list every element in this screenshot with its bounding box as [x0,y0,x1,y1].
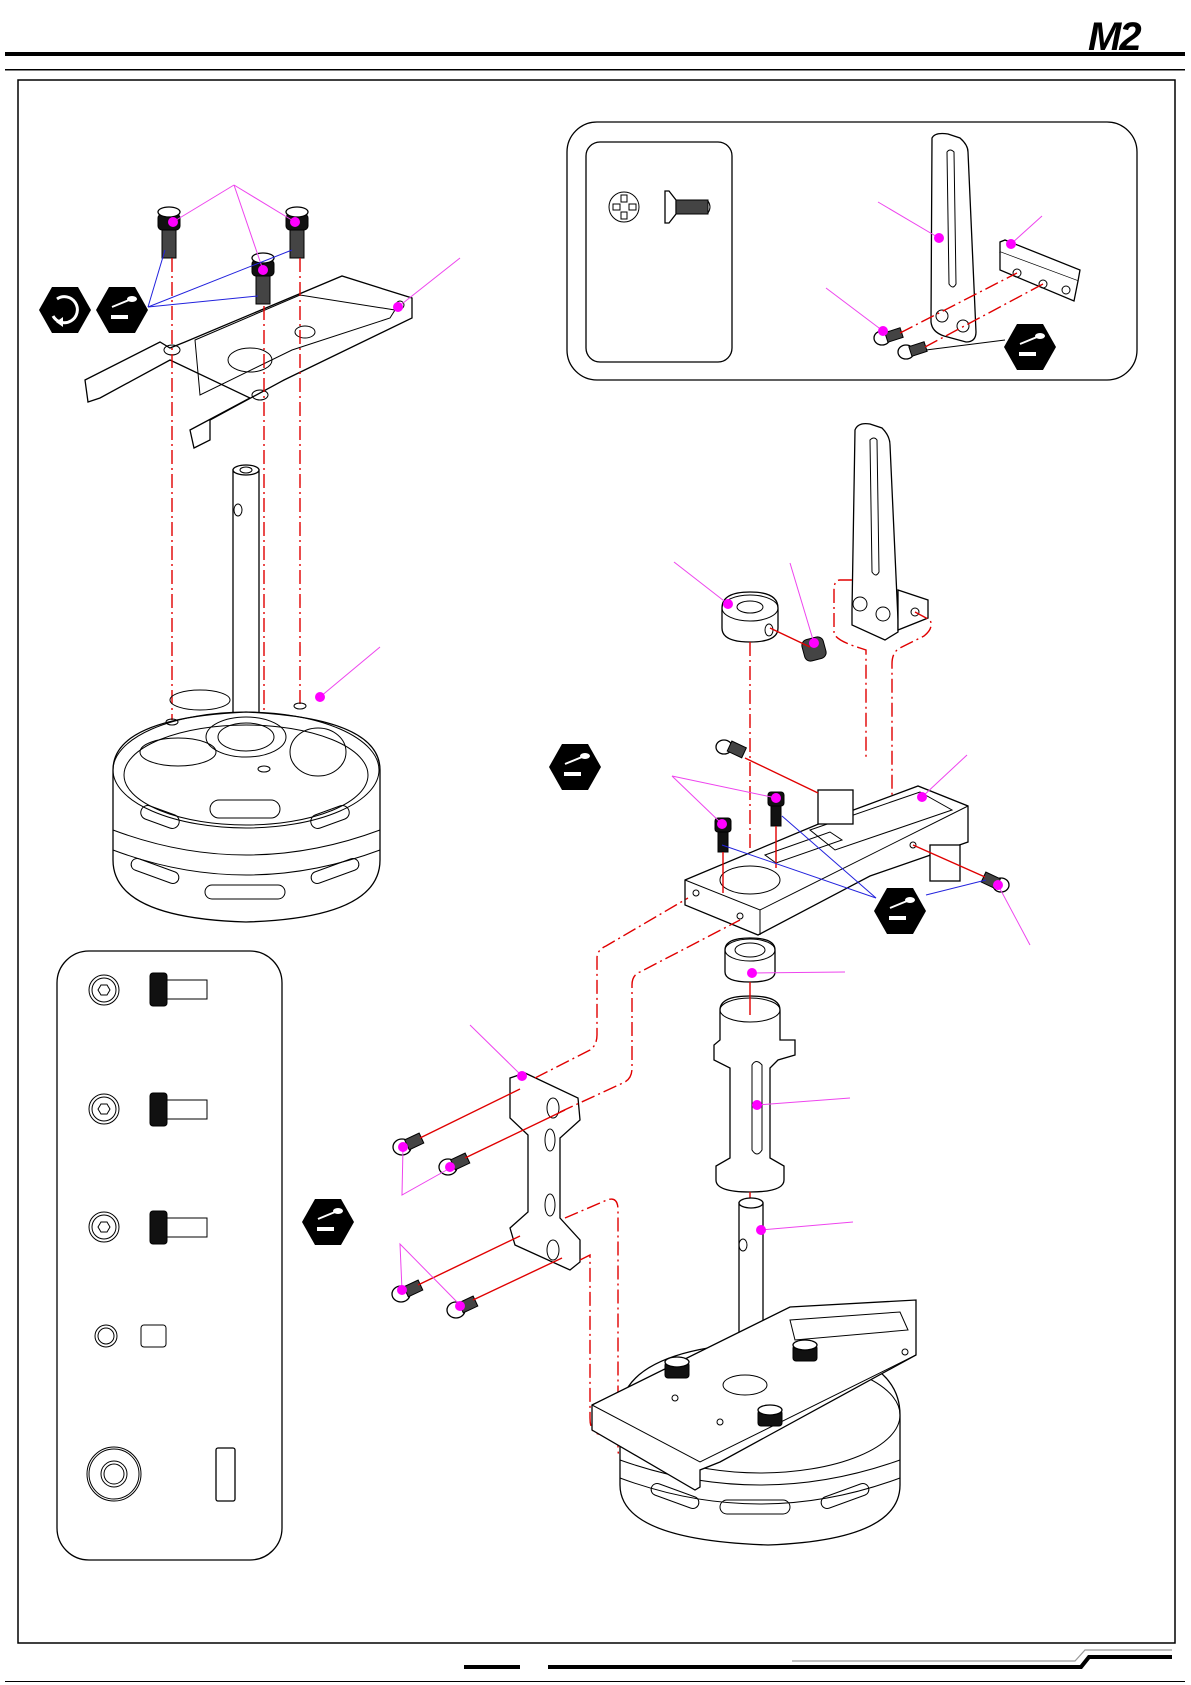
hex-socket-screw-icon [89,1093,207,1126]
bracket-mount-block [1000,240,1080,301]
socket-cap-screw [392,1280,423,1302]
threadlock-icon [549,744,601,790]
rotate-tighten-icon [39,287,91,333]
countersunk-screw-icon [665,191,710,223]
footer [5,1650,1185,1682]
main-assembly-step [302,424,1030,1545]
hex-socket-screw-icon [89,1211,207,1244]
header: M2 [5,15,1185,71]
hex-socket-screw-icon [89,973,207,1006]
bearing-icon [87,1447,235,1501]
header-rule-thin [5,69,1185,71]
top-detail-panel [567,122,1137,380]
threadlock-icon [1004,324,1056,370]
motor-shaft [233,465,259,730]
main-bearing-block [714,996,795,1192]
button-head-screw [716,740,746,758]
tail-servo-bracket [852,424,928,640]
threadlock-icon [96,287,148,333]
socket-cap-screw [286,207,308,258]
brand-logo: M2 [1088,15,1141,59]
threadlock-icon [302,1199,354,1245]
footer-rule [5,1681,1185,1682]
assembled-motor-frame [592,1300,916,1545]
phillips-screw-head-icon [609,192,639,222]
set-screw-icon [95,1325,166,1347]
socket-cap-screw [158,207,180,258]
header-rule-thick [5,52,1185,56]
shaft-collar [722,592,778,642]
brushless-motor [113,690,380,922]
phillips-screw [898,342,927,359]
parts-legend-bottom [57,951,282,1560]
threadlock-icon [874,888,926,934]
top-parts-legend-box [586,142,732,362]
frame-side-plate [510,1073,580,1270]
motor-assembly-step [39,185,460,922]
socket-cap-screw [393,1133,424,1155]
footer-bar-short [464,1665,520,1669]
main-frame-plate [685,786,968,935]
